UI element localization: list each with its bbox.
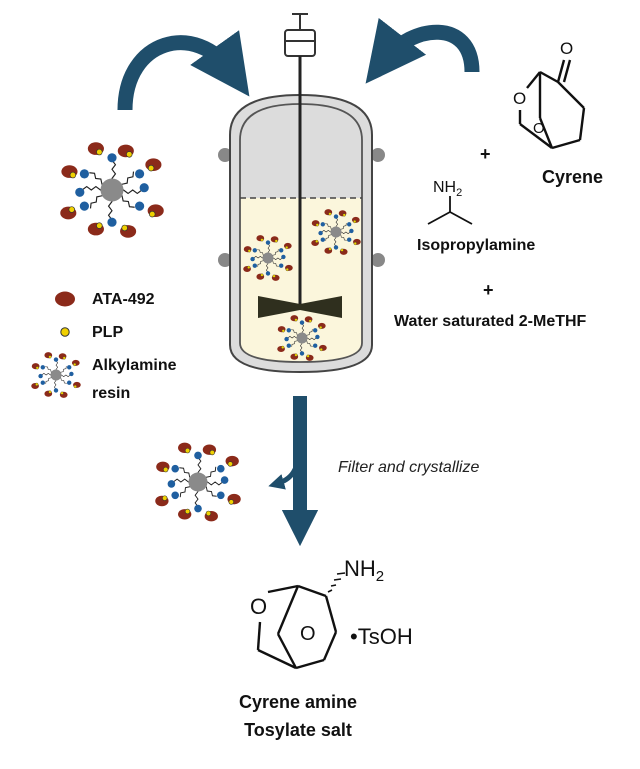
resin-icon xyxy=(30,351,82,399)
isopropylamine-label: Isopropylamine xyxy=(417,237,535,254)
product-amine-group: NH2 xyxy=(344,556,384,585)
cyrene-ring-oxygen: O xyxy=(513,89,526,108)
legend-plp-label: PLP xyxy=(92,324,123,341)
enzyme-icon xyxy=(55,291,75,307)
amine-hashed-bond xyxy=(327,572,346,593)
cyrene-structure xyxy=(518,59,586,150)
cyrene-carbonyl-oxygen: O xyxy=(560,39,573,58)
legend-enzyme-label: ATA-492 xyxy=(92,291,155,308)
cyrene-label: Cyrene xyxy=(542,167,603,187)
reagent-feed-arrow xyxy=(365,17,480,84)
tosylate-salt-label: •TsOH xyxy=(350,624,413,649)
recovered-resin-particle xyxy=(154,442,242,522)
stirrer xyxy=(258,13,342,318)
product-ring-oxygen: O xyxy=(250,594,267,619)
product-name-line2: Tosylate salt xyxy=(244,720,352,740)
plus-sign-2: + xyxy=(483,280,494,300)
product-structure xyxy=(256,584,338,670)
solvent-label: Water saturated 2-MeTHF xyxy=(394,313,587,330)
product-bridge-oxygen: O xyxy=(300,623,316,645)
legend-resin-label-1: Alkylamine xyxy=(92,357,177,374)
plp-icon xyxy=(60,327,70,337)
plus-sign-1: + xyxy=(480,144,491,164)
isopropylamine-structure xyxy=(427,196,473,225)
filter-recycle-arrow xyxy=(268,439,303,490)
immobilized-enzyme-particle xyxy=(59,141,165,239)
cyrene-bridge-oxygen: O xyxy=(533,120,545,137)
legend-resin-label-2: resin xyxy=(92,385,130,402)
isopropylamine-nh2: NH2 xyxy=(433,179,462,199)
legend: ATA-492 PLP Alkylamine resin xyxy=(30,291,177,402)
resin-feed-arrow xyxy=(117,30,250,111)
product-name-line1: Cyrene amine xyxy=(239,692,357,712)
filter-crystallize-label: Filter and crystallize xyxy=(338,459,479,476)
